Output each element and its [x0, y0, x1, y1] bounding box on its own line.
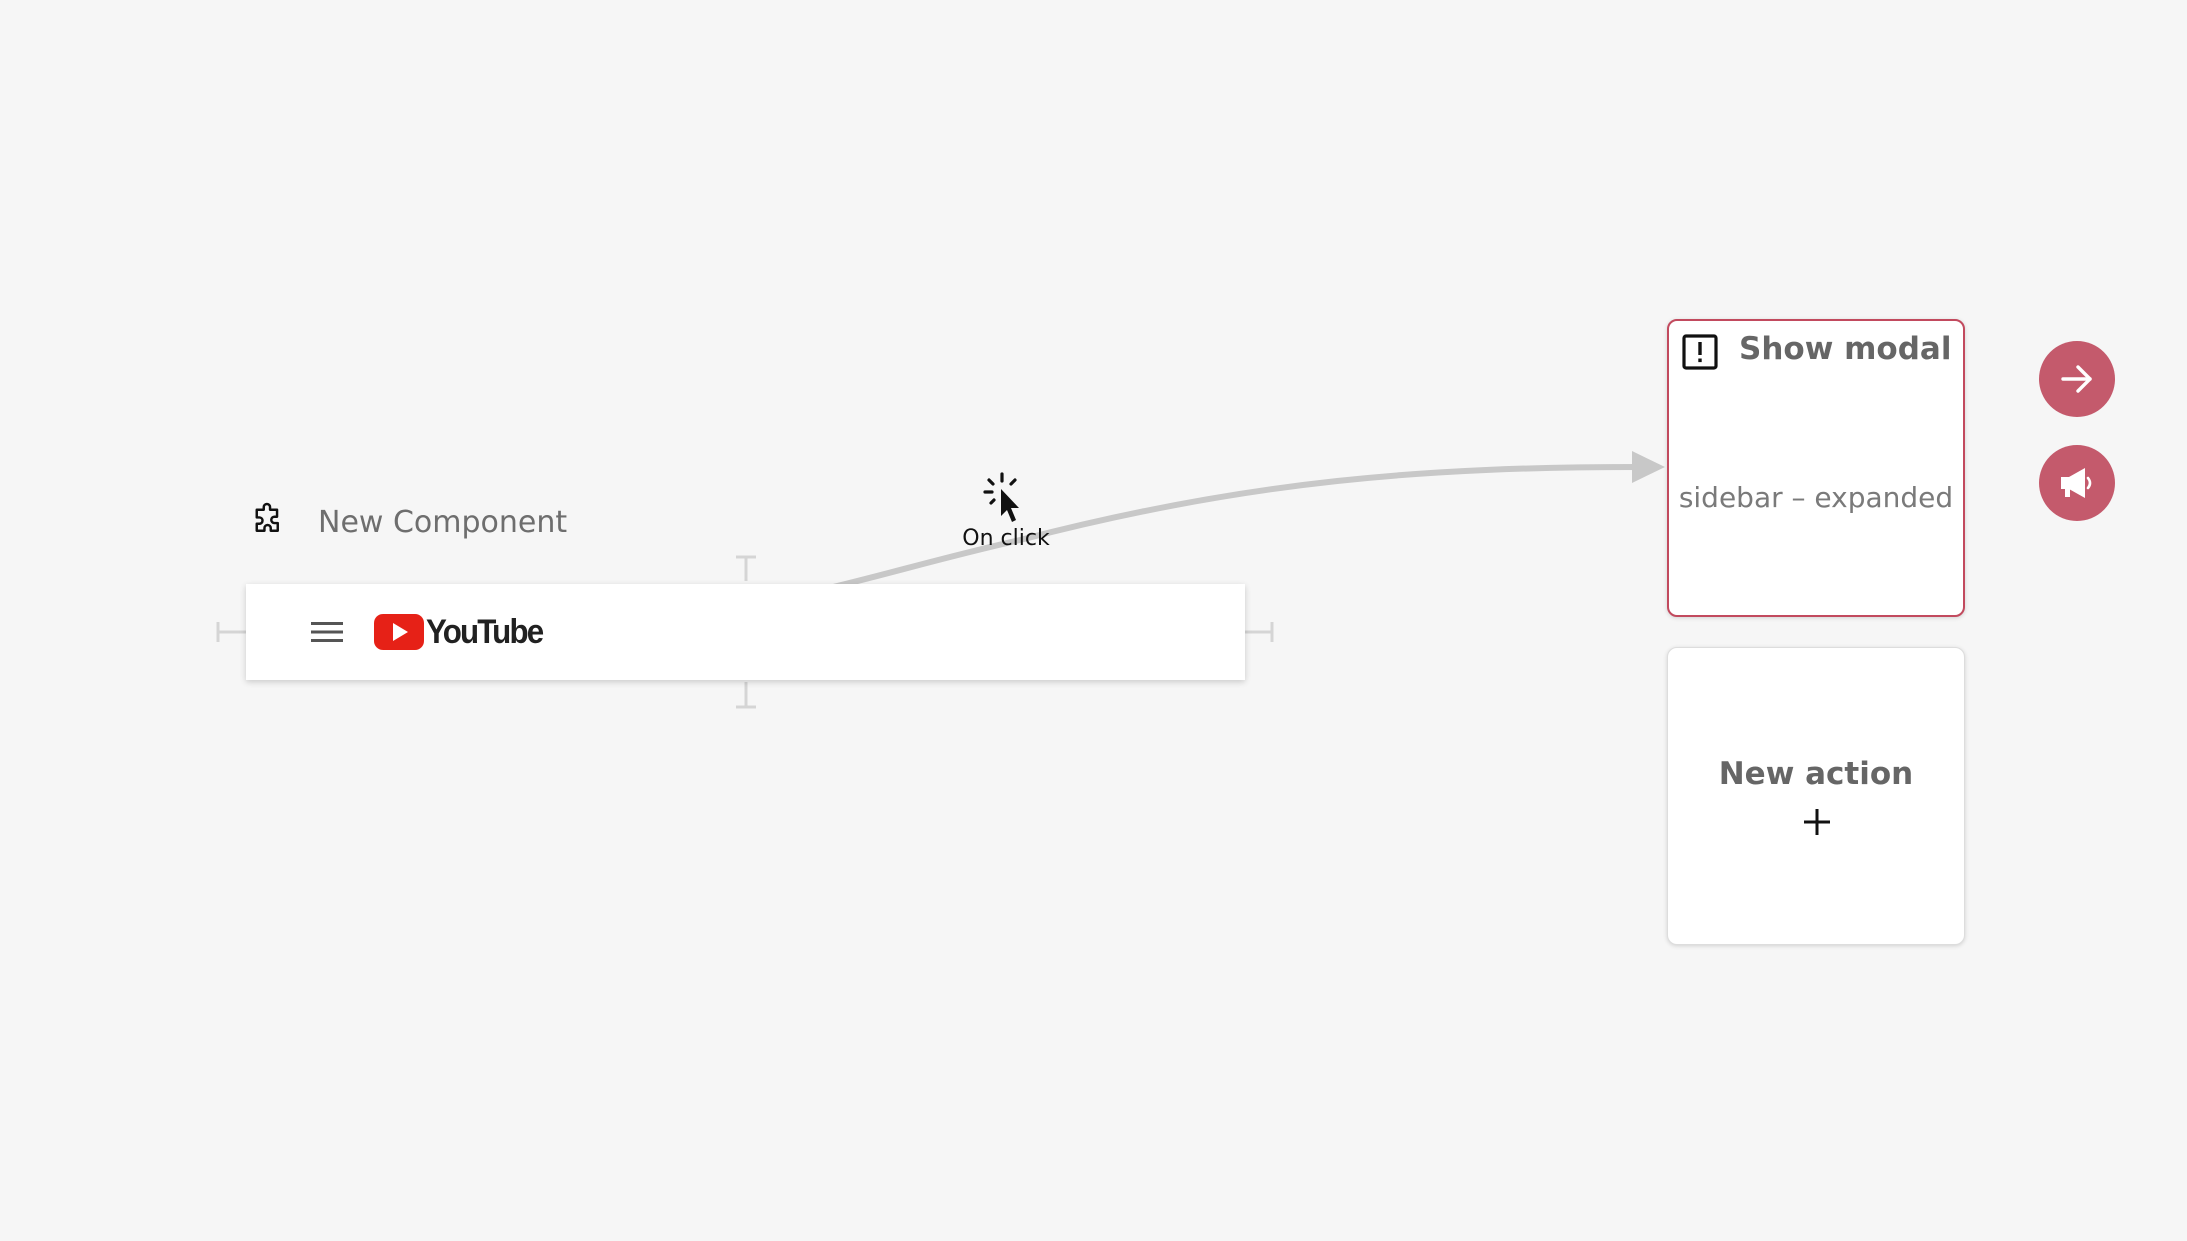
action-card-show-modal[interactable]: Show modal sidebar – expanded [1667, 319, 1965, 617]
youtube-play-icon [374, 614, 424, 650]
component-preview[interactable]: YouTube [246, 584, 1245, 680]
resize-handle-bottom[interactable] [733, 680, 759, 710]
announce-button[interactable] [2039, 445, 2115, 521]
component-header[interactable]: New Component [248, 497, 567, 547]
trigger-label: On click [962, 526, 1050, 551]
click-cursor-icon [983, 472, 1019, 522]
plus-icon [1804, 809, 1830, 835]
youtube-logo[interactable]: YouTube [374, 613, 552, 651]
resize-handle-left[interactable] [216, 619, 246, 645]
connector-arrowhead [1632, 451, 1665, 483]
puzzle-icon [255, 502, 279, 532]
on-click-trigger[interactable]: On click [950, 472, 1062, 551]
action-subtitle: sidebar – expanded [1678, 481, 1954, 514]
megaphone-icon [2061, 468, 2092, 498]
new-action-label: New action [1718, 756, 1914, 792]
resize-handle-top[interactable] [733, 555, 759, 583]
resize-handle-right[interactable] [1245, 619, 1275, 645]
youtube-wordmark: YouTube [426, 612, 544, 651]
hamburger-menu-icon[interactable] [310, 615, 344, 649]
new-action-button[interactable]: New action [1667, 647, 1965, 945]
alert-square-icon [1682, 334, 1718, 370]
next-step-button[interactable] [2039, 341, 2115, 417]
component-title: New Component [318, 504, 568, 540]
arrow-right-icon [2061, 365, 2092, 393]
action-title: Show modal [1739, 331, 1952, 367]
